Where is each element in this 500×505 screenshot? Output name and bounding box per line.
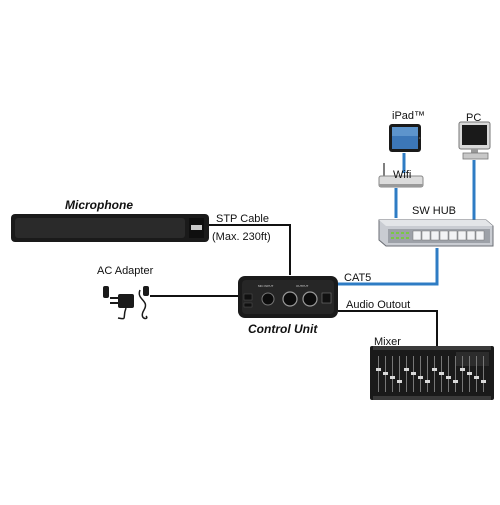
cat5-label: CAT5 <box>344 272 371 284</box>
audio-output-line <box>338 310 438 346</box>
mixer-fader-track <box>427 356 428 392</box>
mixer-fader-knob <box>397 380 402 383</box>
stp-cable-note: (Max. 230ft) <box>212 231 271 243</box>
mixer-fader-knob <box>383 372 388 375</box>
mixer-label: Mixer <box>374 336 401 348</box>
connections <box>150 153 476 346</box>
sw-hub-device <box>378 219 494 247</box>
mixer-fader-knob <box>425 380 430 383</box>
stp-cable-label: STP Cable <box>216 213 269 225</box>
control-unit-label: Control Unit <box>248 322 318 336</box>
ac-adapter-device <box>103 286 149 320</box>
mixer-fader-track <box>399 356 400 392</box>
svg-text:MIC INPUT: MIC INPUT <box>258 284 274 288</box>
mixer-fader-knob <box>411 372 416 375</box>
mixer-fader-knob <box>467 372 472 375</box>
mixer-fader-knob <box>453 380 458 383</box>
mixer-fader-knob <box>460 368 465 371</box>
control-unit-device: MIC INPUT OUTPUT <box>238 276 338 318</box>
ipad-label: iPad™ <box>392 110 425 122</box>
mixer-fader-track <box>476 356 477 392</box>
svg-text:OUTPUT: OUTPUT <box>296 284 309 288</box>
hub-status-leds <box>391 232 409 239</box>
mixer-fader-knob <box>376 368 381 371</box>
mixer-fader-knob <box>474 376 479 379</box>
mixer-fader-track <box>455 356 456 392</box>
mixer-fader-track <box>448 356 449 392</box>
ipad-device <box>389 124 421 152</box>
mixer-fader-knob <box>432 368 437 371</box>
microphone-device <box>11 214 209 242</box>
stp-cable-line <box>208 224 291 275</box>
sw-hub-label: SW HUB <box>412 205 456 217</box>
wifi-label: Wifi <box>393 169 411 181</box>
mixer-fader-track <box>392 356 393 392</box>
audio-output-label: Audio Outout <box>346 299 410 311</box>
mixer-fader-knob <box>404 368 409 371</box>
mixer-fader-track <box>420 356 421 392</box>
mixer-fader-track <box>462 356 463 392</box>
mixer-fader-knob <box>481 380 486 383</box>
mixer-device <box>370 346 494 400</box>
mixer-fader-track <box>483 356 484 392</box>
hub-ports <box>412 230 485 241</box>
pc-label: PC <box>466 112 481 124</box>
pc-device <box>458 121 491 160</box>
wifi-device <box>378 163 424 188</box>
mixer-fader-knob <box>418 376 423 379</box>
mixer-fader-knob <box>439 372 444 375</box>
mixer-fader-knob <box>446 376 451 379</box>
mixer-channel-strips <box>376 356 486 392</box>
ac-adapter-label: AC Adapter <box>97 265 154 277</box>
mixer-fader-knob <box>390 376 395 379</box>
microphone-label: Microphone <box>65 198 133 212</box>
cat5-line <box>338 248 439 286</box>
mixer-fader-track <box>434 356 435 392</box>
mixer-fader-track <box>378 356 379 392</box>
mixer-fader-track <box>406 356 407 392</box>
